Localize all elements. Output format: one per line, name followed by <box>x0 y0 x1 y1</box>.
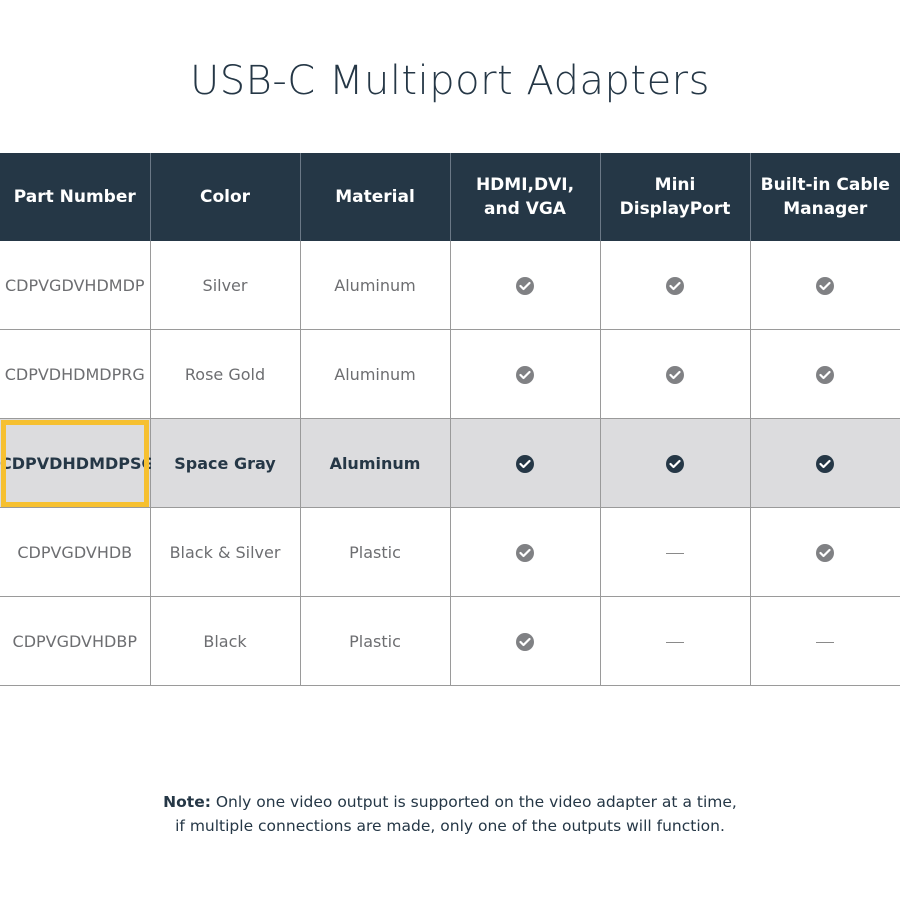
check-circle-icon <box>516 365 534 384</box>
hdmi_dvi_vga-cell <box>449 418 600 508</box>
color-cell: Black & Silver <box>149 507 300 597</box>
part-number-cell: CDPVGDVHDB <box>0 507 150 597</box>
part-number-cell: CDPVGDVHDMDP <box>0 241 150 330</box>
header-color: Color <box>149 153 300 241</box>
material-cell: Plastic <box>299 507 450 597</box>
mini_dp-cell <box>599 329 750 419</box>
color-cell: Black <box>149 596 300 686</box>
table-row: CDPVDHDMDPSG Space Gray Aluminum <box>0 418 900 508</box>
hdmi_dvi_vga-cell <box>449 329 600 419</box>
check-circle-icon <box>666 454 684 473</box>
table-row: CDPVDHDMDPRG Rose Gold Aluminum <box>0 329 900 419</box>
header-cable-manager: Built-in Cable Manager <box>749 153 900 241</box>
mini_dp-cell <box>599 418 750 508</box>
check-circle-icon <box>816 543 835 562</box>
color-cell: Rose Gold <box>149 329 300 419</box>
hdmi_dvi_vga-cell <box>449 507 600 597</box>
hdmi_dvi_vga-cell <box>449 241 600 330</box>
comparison-table: Part Number Color Material HDMI,DVI, and… <box>0 153 900 686</box>
table-row: CDPVGDVHDBP Black Plastic <box>0 596 900 686</box>
material-cell: Aluminum <box>299 241 450 330</box>
header-hdmi-dvi-vga: HDMI,DVI, and VGA <box>449 153 600 241</box>
note-label: Note: <box>163 793 211 811</box>
table-row: CDPVGDVHDB Black & Silver Plastic <box>0 507 900 597</box>
material-cell: Aluminum <box>299 418 450 508</box>
check-circle-icon <box>516 276 534 295</box>
dash-icon <box>816 641 835 643</box>
cable_manager-cell <box>749 418 900 508</box>
check-circle-icon <box>816 365 835 384</box>
cable_manager-cell <box>749 329 900 419</box>
color-cell: Space Gray <box>149 418 300 508</box>
table-row: CDPVGDVHDMDP Silver Aluminum <box>0 241 900 330</box>
mini_dp-cell <box>599 596 750 686</box>
part-number-cell: CDPVGDVHDBP <box>0 596 150 686</box>
check-circle-icon <box>666 365 684 384</box>
check-circle-icon <box>816 276 835 295</box>
note-line-1: Only one video output is supported on th… <box>210 793 737 811</box>
hdmi_dvi_vga-cell <box>449 596 600 686</box>
dash-icon <box>666 552 684 554</box>
material-cell: Aluminum <box>299 329 450 419</box>
header-mini-displayport: Mini DisplayPort <box>599 153 750 241</box>
material-cell: Plastic <box>299 596 450 686</box>
cable_manager-cell <box>749 241 900 330</box>
dash-icon <box>666 641 684 643</box>
header-row: Part Number Color Material HDMI,DVI, and… <box>0 153 900 241</box>
header-part-number: Part Number <box>0 153 150 241</box>
cable_manager-cell <box>749 507 900 597</box>
note-line-2: if multiple connections are made, only o… <box>175 817 725 835</box>
color-cell: Silver <box>149 241 300 330</box>
mini_dp-cell <box>599 241 750 330</box>
part-number-cell: CDPVDHDMDPRG <box>0 329 150 419</box>
part-number-cell: CDPVDHDMDPSG <box>0 418 155 508</box>
check-circle-icon <box>666 276 684 295</box>
check-circle-icon <box>816 454 835 473</box>
header-material: Material <box>299 153 450 241</box>
check-circle-icon <box>516 454 534 473</box>
page-title: USB-C Multiport Adapters <box>190 58 710 104</box>
mini_dp-cell <box>599 507 750 597</box>
footnote: Note: Only one video output is supported… <box>0 790 900 838</box>
check-circle-icon <box>516 543 534 562</box>
cable_manager-cell <box>749 596 900 686</box>
check-circle-icon <box>516 632 534 651</box>
